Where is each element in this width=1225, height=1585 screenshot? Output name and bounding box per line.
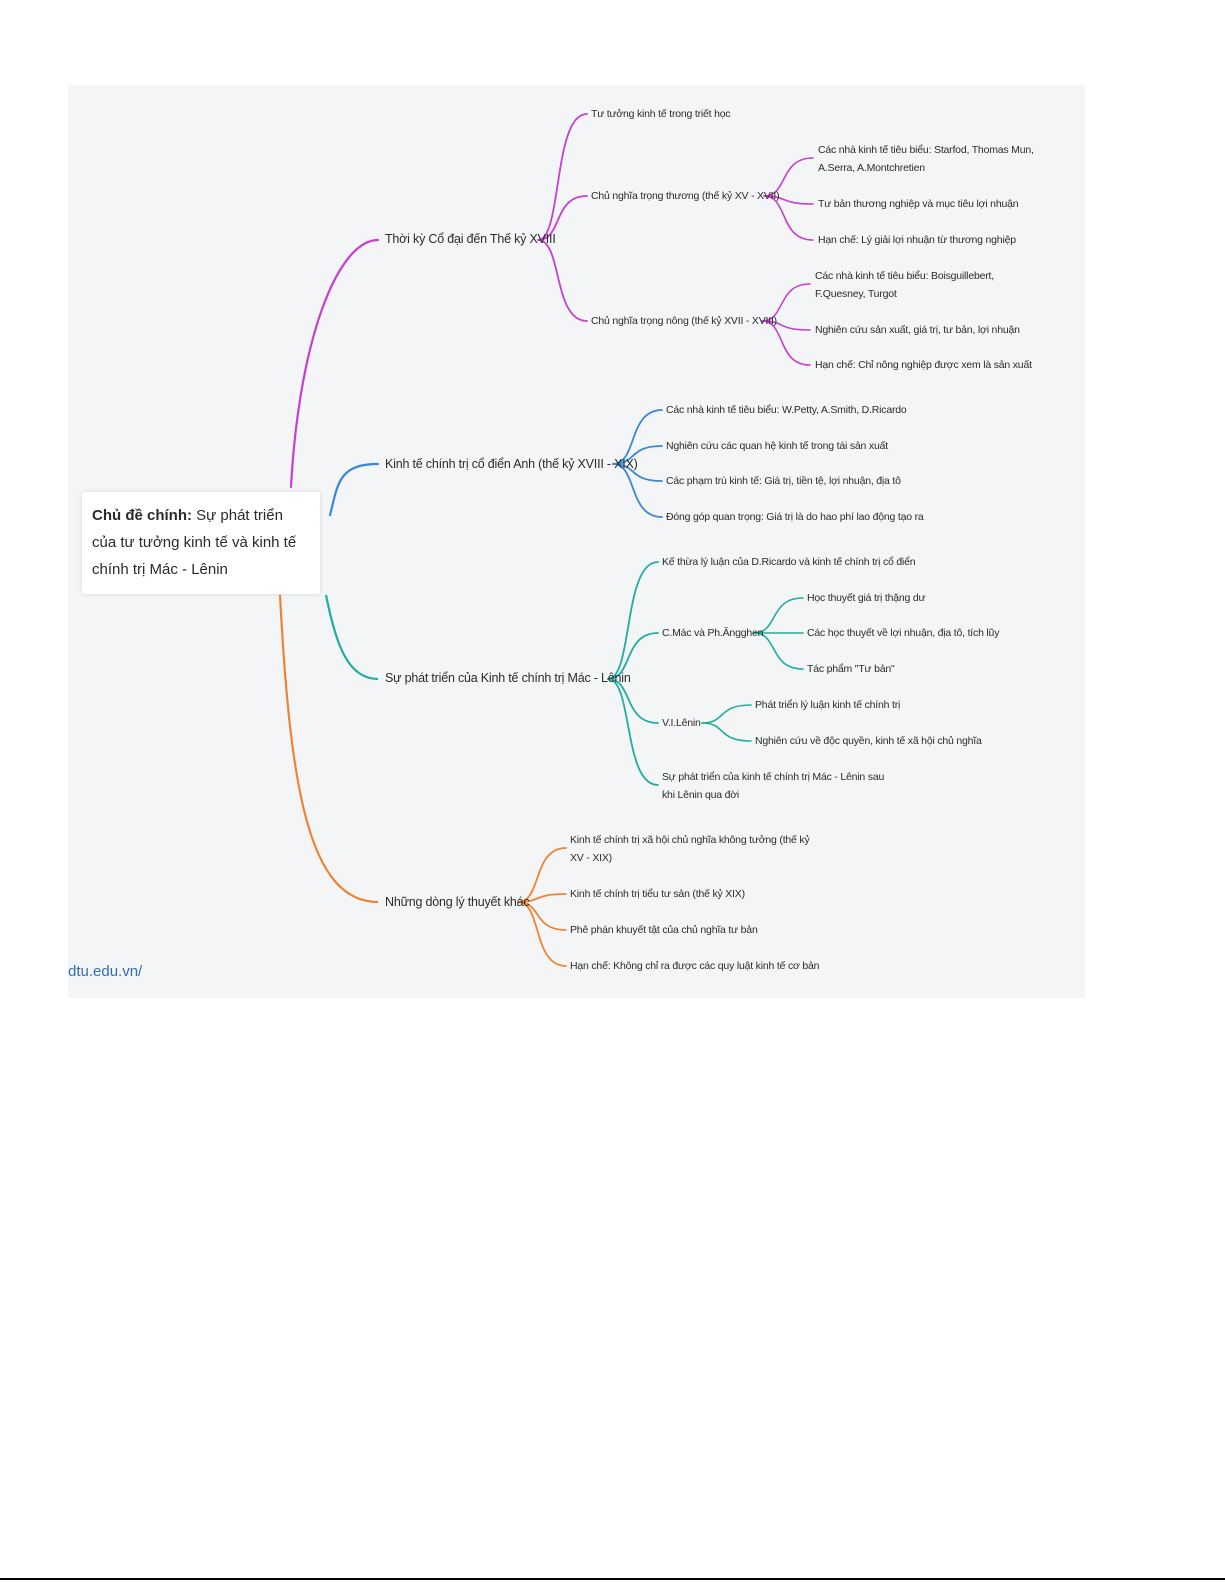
branch-classical-british-economics[interactable]: Kinh tế chính trị cổ điển Anh (thế kỷ XV… bbox=[385, 457, 638, 471]
connector-line bbox=[537, 239, 588, 322]
branch-ancient-to-18th-century[interactable]: Thời kỳ Cổ đại đến Thế kỷ XVIII bbox=[385, 232, 556, 246]
node-economic-thought-in-philosophy[interactable]: Tư tưởng kinh tế trong triết học bbox=[591, 108, 731, 120]
node-utopian-socialism[interactable]: Kinh tế chính trị xã hội chủ nghĩa không… bbox=[570, 834, 810, 864]
branch-other-theories[interactable]: Những dòng lý thuyết khác bbox=[385, 895, 530, 909]
connector-line bbox=[328, 462, 380, 517]
connector-line bbox=[278, 594, 379, 904]
connector-line bbox=[701, 722, 752, 742]
node-mercantilism-economists[interactable]: Các nhà kinh tế tiêu biểu: Starfod, Thom… bbox=[818, 144, 1034, 174]
node-other-limitation[interactable]: Hạn chế: Không chỉ ra được các quy luật … bbox=[570, 960, 820, 972]
watermark-text: dtu.edu.vn/ bbox=[68, 963, 143, 980]
node-das-kapital[interactable]: Tác phẩm "Tư bản" bbox=[807, 663, 895, 675]
connector-line bbox=[612, 463, 663, 518]
connector-line bbox=[517, 901, 567, 967]
connector-line bbox=[607, 632, 659, 680]
connector-line bbox=[607, 678, 659, 724]
connector-line bbox=[763, 157, 814, 197]
node-classical-contribution[interactable]: Đóng góp quan trọng: Giá trị là do hao p… bbox=[666, 511, 924, 523]
node-classical-research[interactable]: Nghiên cứu các quan hệ kinh tế trong tái… bbox=[666, 440, 888, 452]
connector-line bbox=[753, 632, 804, 670]
node-surplus-value-theory[interactable]: Học thuyết giá trị thặng dư bbox=[807, 592, 926, 604]
node-classical-categories[interactable]: Các phạm trù kinh tế: Giá trị, tiền tệ, … bbox=[666, 475, 901, 487]
node-after-lenin[interactable]: Sự phát triển của kinh tế chính trị Mác … bbox=[662, 771, 885, 801]
connector-line bbox=[763, 195, 814, 241]
connector-lines bbox=[278, 113, 814, 967]
node-lenin[interactable]: V.I.Lênin bbox=[662, 717, 701, 729]
node-inherit-ricardo[interactable]: Kế thừa lý luận của D.Ricardo và kinh tế… bbox=[662, 556, 916, 568]
node-merchant-capital[interactable]: Tư bản thương nghiệp và mục tiêu lợi nhu… bbox=[818, 198, 1019, 210]
connector-line bbox=[537, 113, 588, 241]
connector-line bbox=[761, 283, 811, 322]
connector-line bbox=[517, 847, 567, 903]
root-topic-node[interactable]: Chủ đề chính: Sự phát triển của tư tưởng… bbox=[82, 492, 320, 594]
node-lenin-political-economy[interactable]: Phát triển lý luận kinh tế chính trị bbox=[755, 699, 901, 711]
mindmap-canvas: Chủ đề chính: Sự phát triển của tư tưởng… bbox=[68, 85, 1085, 998]
node-mercantilism-limitation[interactable]: Hạn chế: Lý giải lợi nhuận từ thương ngh… bbox=[818, 234, 1016, 246]
connector-line bbox=[289, 238, 380, 489]
branch-marxist-leninist-economics[interactable]: Sự phát triển của Kinh tế chính trị Mác … bbox=[385, 671, 631, 685]
connector-line bbox=[612, 445, 663, 465]
connector-line bbox=[537, 195, 588, 241]
node-physiocracy-research[interactable]: Nghiên cứu sản xuất, giá trị, tư bản, lợ… bbox=[815, 324, 1020, 336]
node-petty-bourgeois[interactable]: Kinh tế chính trị tiểu tư sản (thế kỷ XI… bbox=[570, 888, 745, 900]
connector-line bbox=[701, 704, 752, 724]
page-bottom-rule bbox=[0, 1578, 1225, 1580]
connector-line bbox=[607, 561, 659, 680]
connector-line bbox=[324, 594, 379, 681]
node-physiocracy-economists[interactable]: Các nhà kinh tế tiêu biểu: Boisguilleber… bbox=[815, 270, 994, 300]
connector-line bbox=[612, 409, 663, 465]
root-topic-label: Chủ đề chính: Sự phát triển của tư tưởng… bbox=[92, 507, 297, 578]
node-critique-capitalism[interactable]: Phê phán khuyết tật của chủ nghĩa tư bản bbox=[570, 924, 758, 936]
node-marx-engels[interactable]: C.Mác và Ph.Ăngghen bbox=[662, 627, 764, 639]
node-physiocracy-limitation[interactable]: Hạn chế: Chỉ nông nghiệp được xem là sản… bbox=[815, 359, 1032, 371]
node-classical-economists[interactable]: Các nhà kinh tế tiêu biểu: W.Petty, A.Sm… bbox=[666, 404, 907, 416]
node-physiocracy[interactable]: Chủ nghĩa trọng nông (thế kỷ XVII - XVII… bbox=[591, 315, 777, 327]
connector-line bbox=[753, 597, 804, 634]
node-mercantilism[interactable]: Chủ nghĩa trọng thương (thế kỷ XV - XVII… bbox=[591, 190, 780, 202]
node-profit-rent-accumulation[interactable]: Các học thuyết về lợi nhuận, địa tô, tíc… bbox=[807, 627, 1000, 639]
connector-line bbox=[761, 320, 811, 366]
node-lenin-monopoly-research[interactable]: Nghiên cứu về độc quyền, kinh tế xã hội … bbox=[755, 735, 982, 747]
connector-line bbox=[607, 678, 659, 786]
